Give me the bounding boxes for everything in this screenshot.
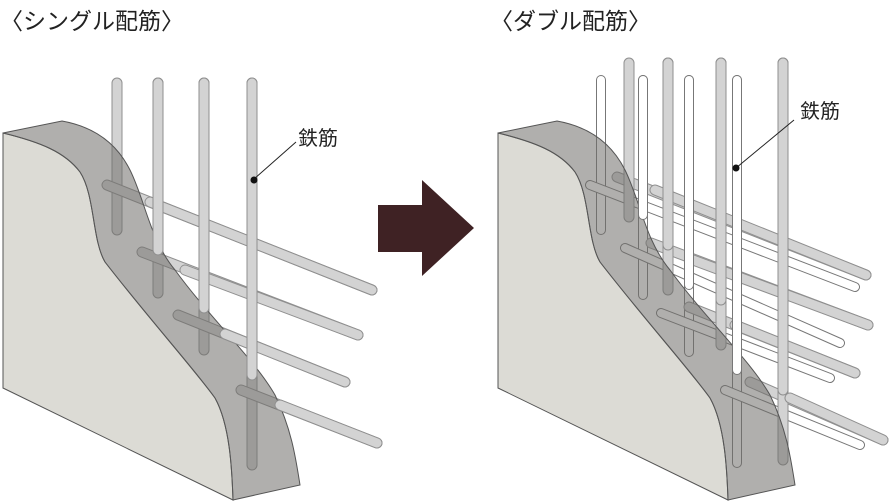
- horizontal-rebar-exposed: [274, 399, 383, 449]
- horizontal-rebar-exposed: [219, 328, 351, 388]
- single-leader-line: [250, 141, 297, 184]
- double-rebar-title: 〈ダブル配筋〉: [490, 9, 651, 35]
- horizontal-rebar-exposed: [179, 264, 364, 341]
- horizontal-rebar-exposed: [144, 196, 378, 296]
- wall-top-face: [2, 120, 301, 501]
- double-rebar-label: 鉄筋: [800, 99, 840, 123]
- single-rebar-label: 鉄筋: [298, 126, 338, 150]
- single-rebar-title: 〈シングル配筋〉: [0, 9, 184, 35]
- inner-horizontal-rebar-exposed: [784, 392, 889, 446]
- inner-horizontal-rebar-exposed: [729, 319, 861, 379]
- double-leader-line: [732, 119, 795, 172]
- arrow-right-icon: [378, 180, 474, 276]
- single-wall: [2, 120, 301, 501]
